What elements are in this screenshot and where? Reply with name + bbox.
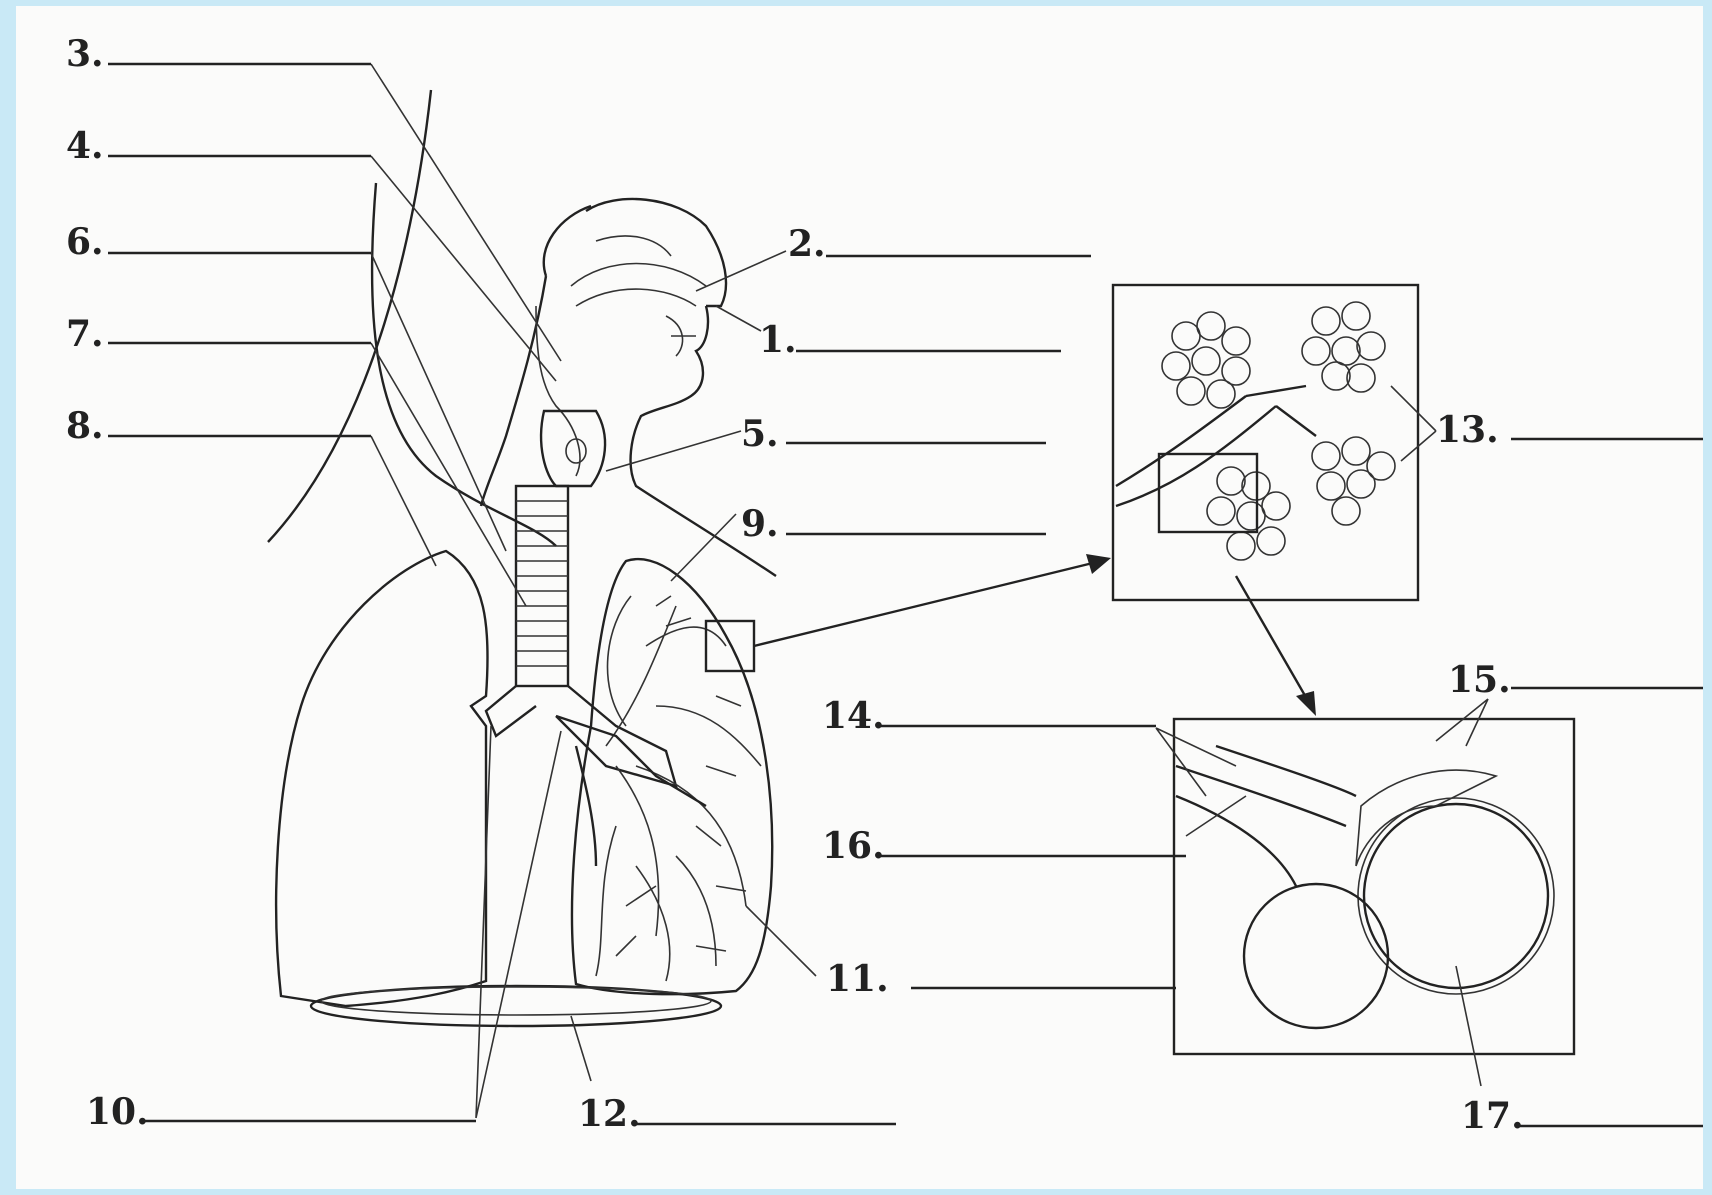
larynx xyxy=(541,411,605,486)
label-13: 13. xyxy=(1436,409,1499,451)
label-11: 11. xyxy=(826,958,889,1000)
label-7: 7. xyxy=(66,313,104,355)
respiratory-system-diagram: 3. 4. 6. 7. 8. 2. 1. 5. 9. 13. 15. 14. 1… xyxy=(16,6,1703,1189)
label-10: 10. xyxy=(86,1091,149,1133)
label-2: 2. xyxy=(788,223,826,265)
label-16: 16. xyxy=(822,825,885,867)
head-profile xyxy=(268,90,776,576)
trachea xyxy=(486,486,676,786)
left-lung xyxy=(276,551,487,1006)
label-6: 6. xyxy=(66,221,104,263)
label-12: 12. xyxy=(578,1093,641,1135)
zoom-arrows xyxy=(754,554,1316,716)
label-14: 14. xyxy=(822,695,885,737)
label-9: 9. xyxy=(741,503,779,545)
alveoli-cluster-inset xyxy=(1113,285,1418,600)
alveolus-capillary-inset xyxy=(1174,719,1574,1054)
answer-blanks xyxy=(108,64,1703,1126)
label-15: 15. xyxy=(1448,659,1511,701)
diaphragm xyxy=(311,986,721,1026)
label-5: 5. xyxy=(741,413,779,455)
worksheet-page: 3. 4. 6. 7. 8. 2. 1. 5. 9. 13. 15. 14. 1… xyxy=(16,6,1703,1189)
label-4: 4. xyxy=(66,125,104,167)
number-labels: 3. 4. 6. 7. 8. 2. 1. 5. 9. 13. 15. 14. 1… xyxy=(66,33,1524,1137)
label-1: 1. xyxy=(759,319,797,361)
label-8: 8. xyxy=(66,405,104,447)
label-3: 3. xyxy=(66,33,104,75)
label-17: 17. xyxy=(1461,1095,1524,1137)
